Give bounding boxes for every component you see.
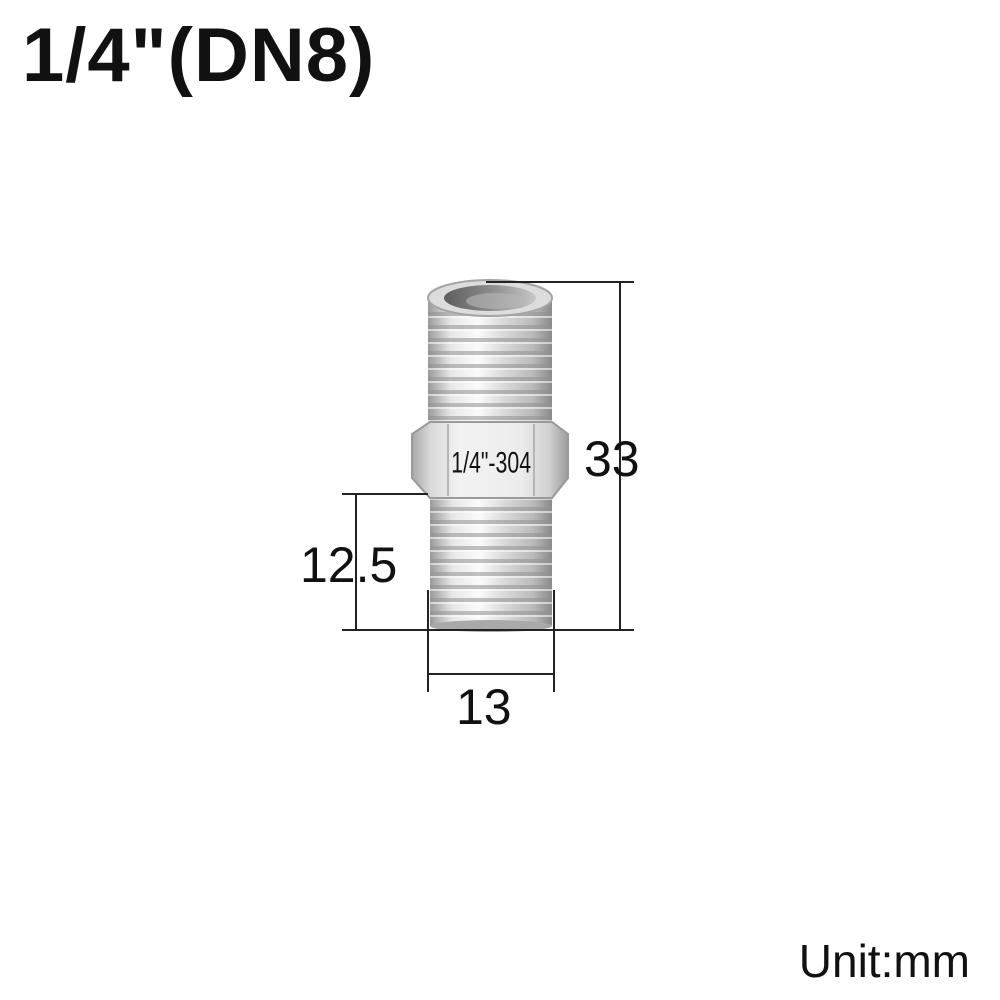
thread-length-label: 12.5 [300,537,397,593]
total-length-label: 33 [584,431,640,487]
unit-label: Unit:mm [798,935,970,987]
dimension-thread-length [342,493,486,631]
engraving-text: 1/4"-304 [451,445,531,480]
upper-thread [428,294,552,426]
outer-diameter-label: 13 [456,679,512,735]
page-title: 1/4"(DN8) [22,13,376,98]
hex-body: 1/4"-304 [411,421,569,499]
dimension-outer-diameter [427,590,555,692]
dimension-total-length [486,281,634,631]
top-end [427,279,553,317]
lower-thread [430,490,552,632]
